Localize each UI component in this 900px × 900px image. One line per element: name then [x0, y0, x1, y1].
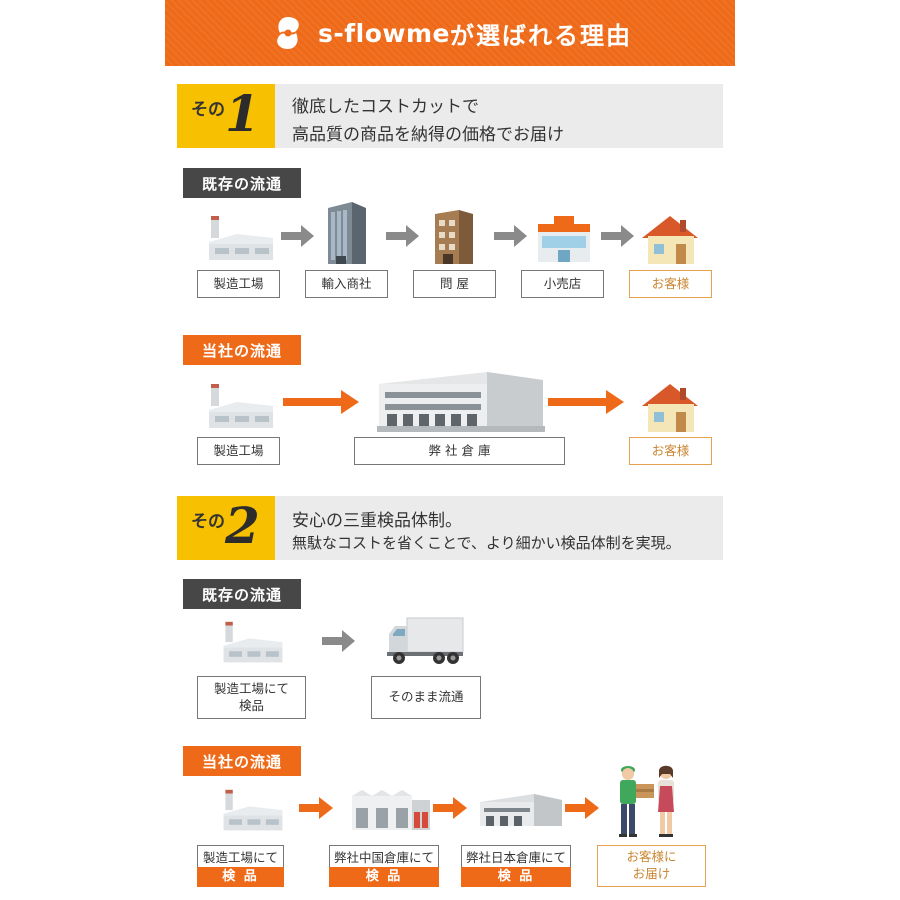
china-warehouse-icon	[352, 790, 430, 830]
inspection-strip: 検 品	[461, 867, 571, 887]
inspection-label-china-warehouse: 弊社中国倉庫にて 検 品	[329, 845, 439, 887]
arrow-icon	[601, 225, 634, 247]
factory-icon	[223, 789, 283, 831]
reason-2-number: 2	[225, 496, 260, 555]
reason-1-banner: その 1 徹底したコストカットで 高品質の商品を納得の価格でお届け	[177, 84, 723, 148]
reason-2-banner: その 2 安心の三重検品体制。 無駄なコストを省くことで、より細かい検品体制を実…	[177, 496, 723, 560]
direct-distribution-label: そのまま流通	[371, 676, 481, 719]
our-flow-tag-2: 当社の流通	[183, 746, 301, 776]
inspection-label-factory: 製造工場にて 検 品	[197, 845, 284, 887]
step-label-factory: 製造工場	[197, 270, 280, 298]
our-flow-tag: 当社の流通	[183, 335, 301, 365]
retail-store-icon	[538, 216, 590, 262]
step-label-retailer: 小売店	[521, 270, 604, 298]
s-flowme-logo-icon	[277, 17, 299, 49]
inspection-strip: 検 品	[329, 867, 439, 887]
arrow-icon	[386, 225, 419, 247]
reason-1-prefix: その	[191, 100, 225, 120]
header-title: が選ばれる理由	[449, 20, 632, 50]
our-step-label-warehouse: 弊 社 倉 庫	[354, 437, 565, 465]
factory-icon	[209, 216, 273, 260]
inspection-label-japan-warehouse: 弊社日本倉庫にて 検 品	[461, 845, 571, 887]
brand-name: s-flowme	[318, 18, 450, 48]
our-step-label-customer: お客様	[629, 437, 712, 465]
wholesaler-building-icon	[435, 210, 473, 264]
existing-flow-tag: 既存の流通	[183, 168, 301, 198]
factory-icon	[209, 384, 273, 428]
reason-2-line1: 安心の三重検品体制。	[292, 511, 462, 531]
factory-inspection-line2: 検品	[238, 697, 264, 713]
step-label-customer: お客様	[629, 270, 712, 298]
inspection-factory-text: 製造工場にて	[202, 850, 278, 865]
trading-company-building-icon	[328, 202, 366, 264]
inspection-japan-text: 弊社日本倉庫にて	[465, 850, 566, 865]
orange-arrow-icon	[299, 797, 333, 819]
step-label-wholesaler: 問 屋	[413, 270, 496, 298]
reason-2-line2: 無駄なコストを省くことで、より細かい検品体制を実現。	[292, 534, 681, 552]
orange-arrow-icon	[283, 390, 359, 414]
reason-1-number: 1	[225, 84, 260, 143]
orange-arrow-icon	[565, 797, 599, 819]
factory-icon	[223, 621, 283, 663]
deliver-line1: お客様に	[626, 849, 677, 865]
customer-house-icon	[642, 384, 698, 432]
customer-house-icon	[642, 216, 698, 264]
delivery-to-customer-icon	[619, 765, 674, 837]
arrow-icon	[322, 630, 355, 652]
inspection-china-text: 弊社中国倉庫にて	[333, 850, 434, 865]
arrow-icon	[494, 225, 527, 247]
existing-flow-tag-2: 既存の流通	[183, 579, 301, 609]
deliver-to-customer-label: お客様に お届け	[597, 845, 706, 887]
step-label-trading-company: 輸入商社	[305, 270, 388, 298]
reason-1-badge: その 1	[177, 84, 275, 148]
inspection-strip: 検 品	[197, 867, 284, 887]
orange-arrow-icon	[433, 797, 467, 819]
factory-inspection-label: 製造工場にて 検品	[197, 676, 306, 719]
our-step-label-factory: 製造工場	[197, 437, 280, 465]
deliver-line2: お届け	[632, 866, 671, 881]
japan-warehouse-icon	[480, 794, 562, 826]
header-banner: s-flowme が選ばれる理由	[165, 0, 735, 66]
orange-arrow-icon	[548, 390, 624, 414]
reason-1-line1: 徹底したコストカットで	[292, 97, 479, 117]
company-warehouse-icon	[377, 372, 545, 432]
truck-icon	[387, 617, 464, 664]
reason-2-badge: その 2	[177, 496, 275, 560]
reason-2-prefix: その	[191, 512, 225, 532]
reason-1-line2: 高品質の商品を納得の価格でお届け	[292, 125, 564, 145]
factory-inspection-line1: 製造工場にて	[213, 680, 289, 696]
arrow-icon	[281, 225, 314, 247]
